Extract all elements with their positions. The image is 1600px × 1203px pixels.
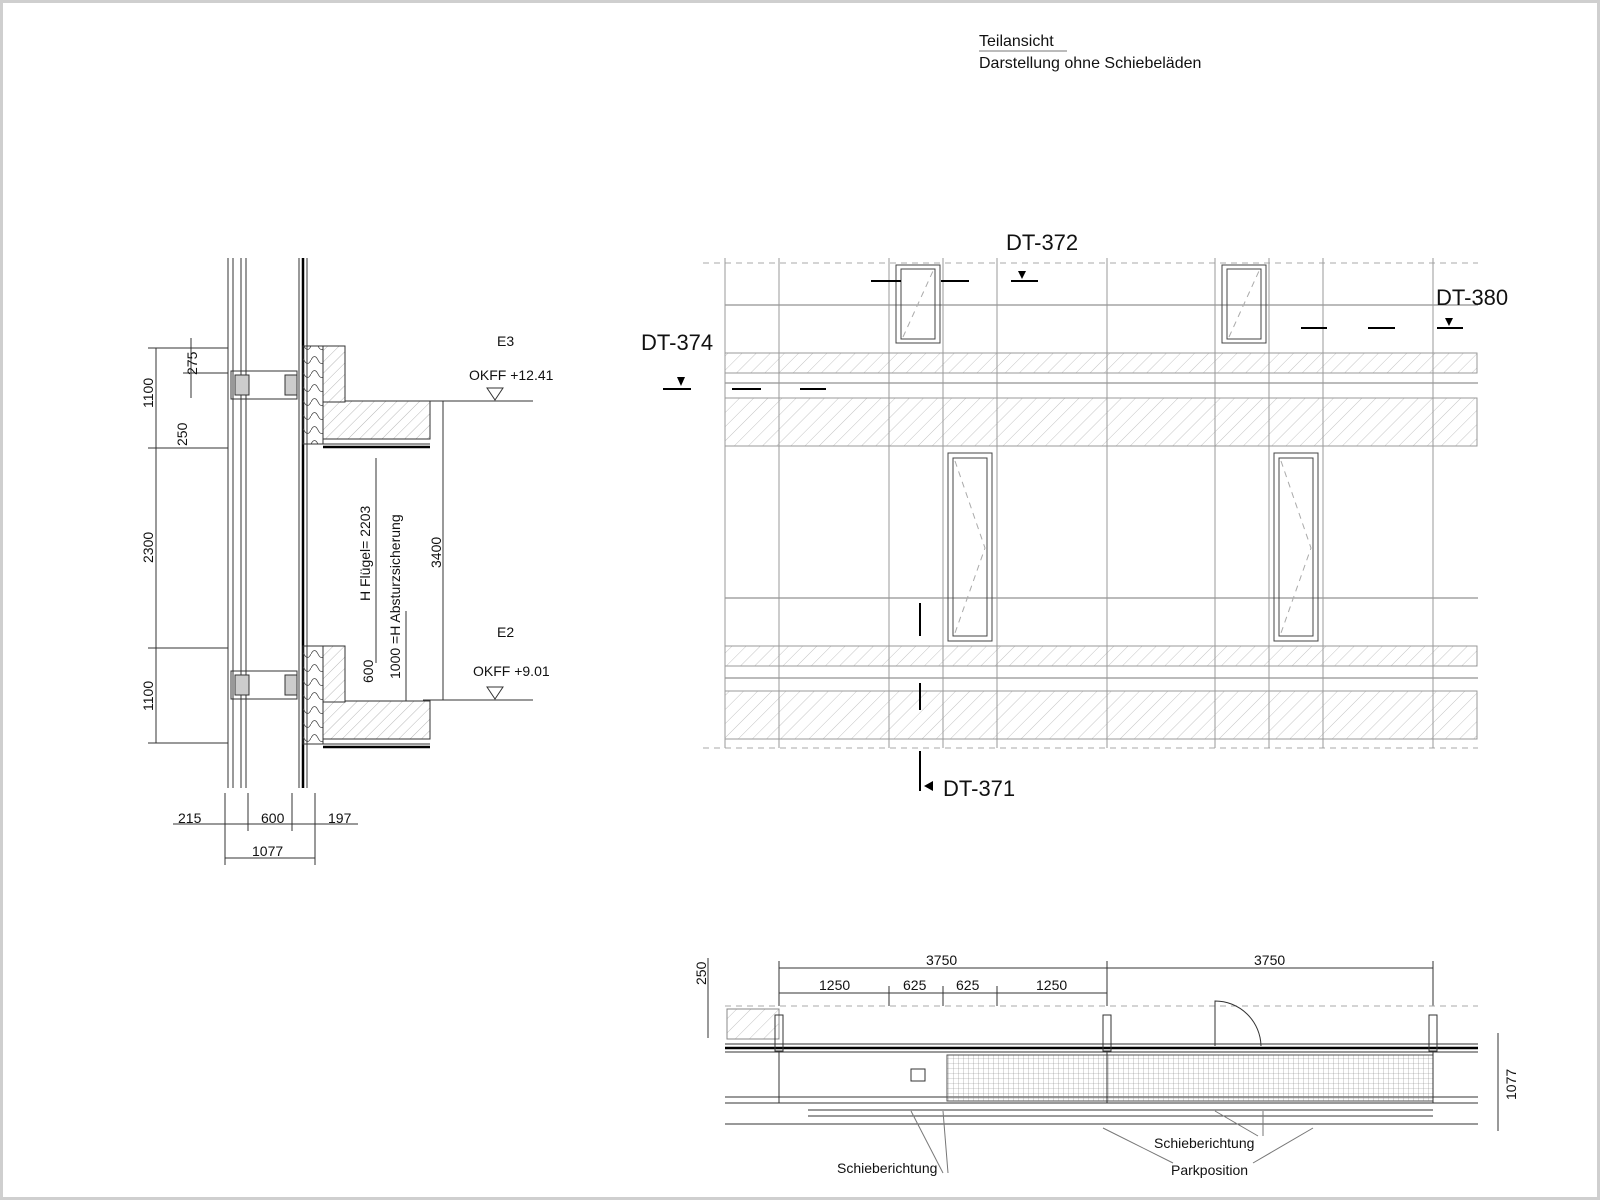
dim-1100-top: 1100 [140, 378, 156, 408]
plan-dim-1250-b: 1250 [1036, 977, 1067, 993]
marker-dt-374: DT-374 [641, 330, 826, 390]
plan-dim-3750-left: 3750 [926, 952, 957, 968]
dim-1077: 1077 [252, 843, 283, 859]
slab-e2 [230, 645, 431, 749]
slab-e3 [230, 345, 431, 449]
plan-dim-1077: 1077 [1503, 1069, 1519, 1100]
marker-dt-372: DT-372 [871, 230, 1078, 282]
marker-dt-380: DT-380 [1301, 285, 1508, 329]
level-e2-label: E2 [497, 624, 514, 640]
plan-posts [774, 1014, 1438, 1103]
dim-2300: 2300 [140, 532, 156, 563]
mullions [724, 258, 1434, 748]
level-e3-okff: OKFF +12.41 [469, 367, 554, 383]
plan-dim-1250-a: 1250 [819, 977, 850, 993]
marker-dt-371: DT-371 [919, 603, 1015, 801]
level-e3-label: E3 [497, 333, 514, 349]
plan-dim-3750-right: 3750 [1254, 952, 1285, 968]
marker-dt-372-label: DT-372 [1006, 230, 1078, 255]
plan-dim-625-b: 625 [956, 977, 980, 993]
dim-275: 275 [184, 351, 200, 375]
dim-250: 250 [174, 422, 190, 446]
window-upper-right [1221, 264, 1267, 344]
dim-absturzsicherung: 1000 =H Absturzsicherung [387, 514, 403, 679]
dim-600: 600 [360, 659, 376, 683]
window-lower-left [947, 452, 993, 642]
marker-dt-374-label: DT-374 [641, 330, 713, 355]
marker-dt-371-label: DT-371 [943, 776, 1015, 801]
header-subtitle: Darstellung ohne Schiebeläden [979, 55, 1201, 72]
technical-drawing: Teilansicht Darstellung ohne Schiebeläde… [140, 33, 1519, 1178]
dim-215: 215 [178, 810, 202, 826]
marker-dt-380-label: DT-380 [1436, 285, 1508, 310]
label-schieberichtung-right: Schieberichtung [1154, 1135, 1254, 1151]
label-parkposition: Parkposition [1171, 1162, 1248, 1178]
dim-3400: 3400 [428, 537, 444, 568]
window-upper-left [895, 264, 941, 344]
dim-197: 197 [328, 810, 352, 826]
dim-1100-bottom: 1100 [140, 681, 156, 711]
dim-h-fluegel: H Flügel= 2203 [357, 505, 373, 601]
vertical-section: E3 OKFF +12.41 E2 OKFF +9.01 275 1100 25… [140, 258, 554, 865]
header-title: Teilansicht [979, 33, 1054, 50]
window-lower-right [1273, 452, 1319, 642]
plan-dim-625-a: 625 [903, 977, 927, 993]
level-e2-okff: OKFF +9.01 [473, 663, 550, 679]
header: Teilansicht Darstellung ohne Schiebeläde… [979, 33, 1201, 72]
plan-view: 3750 3750 1250 625 625 1250 250 1077 [693, 952, 1519, 1178]
elevation: DT-372 DT-380 DT-374 DT-371 [641, 230, 1508, 801]
label-schieberichtung-left: Schieberichtung [837, 1160, 937, 1176]
plan-dim-250: 250 [693, 961, 709, 985]
dim-600-bottom: 600 [261, 810, 285, 826]
